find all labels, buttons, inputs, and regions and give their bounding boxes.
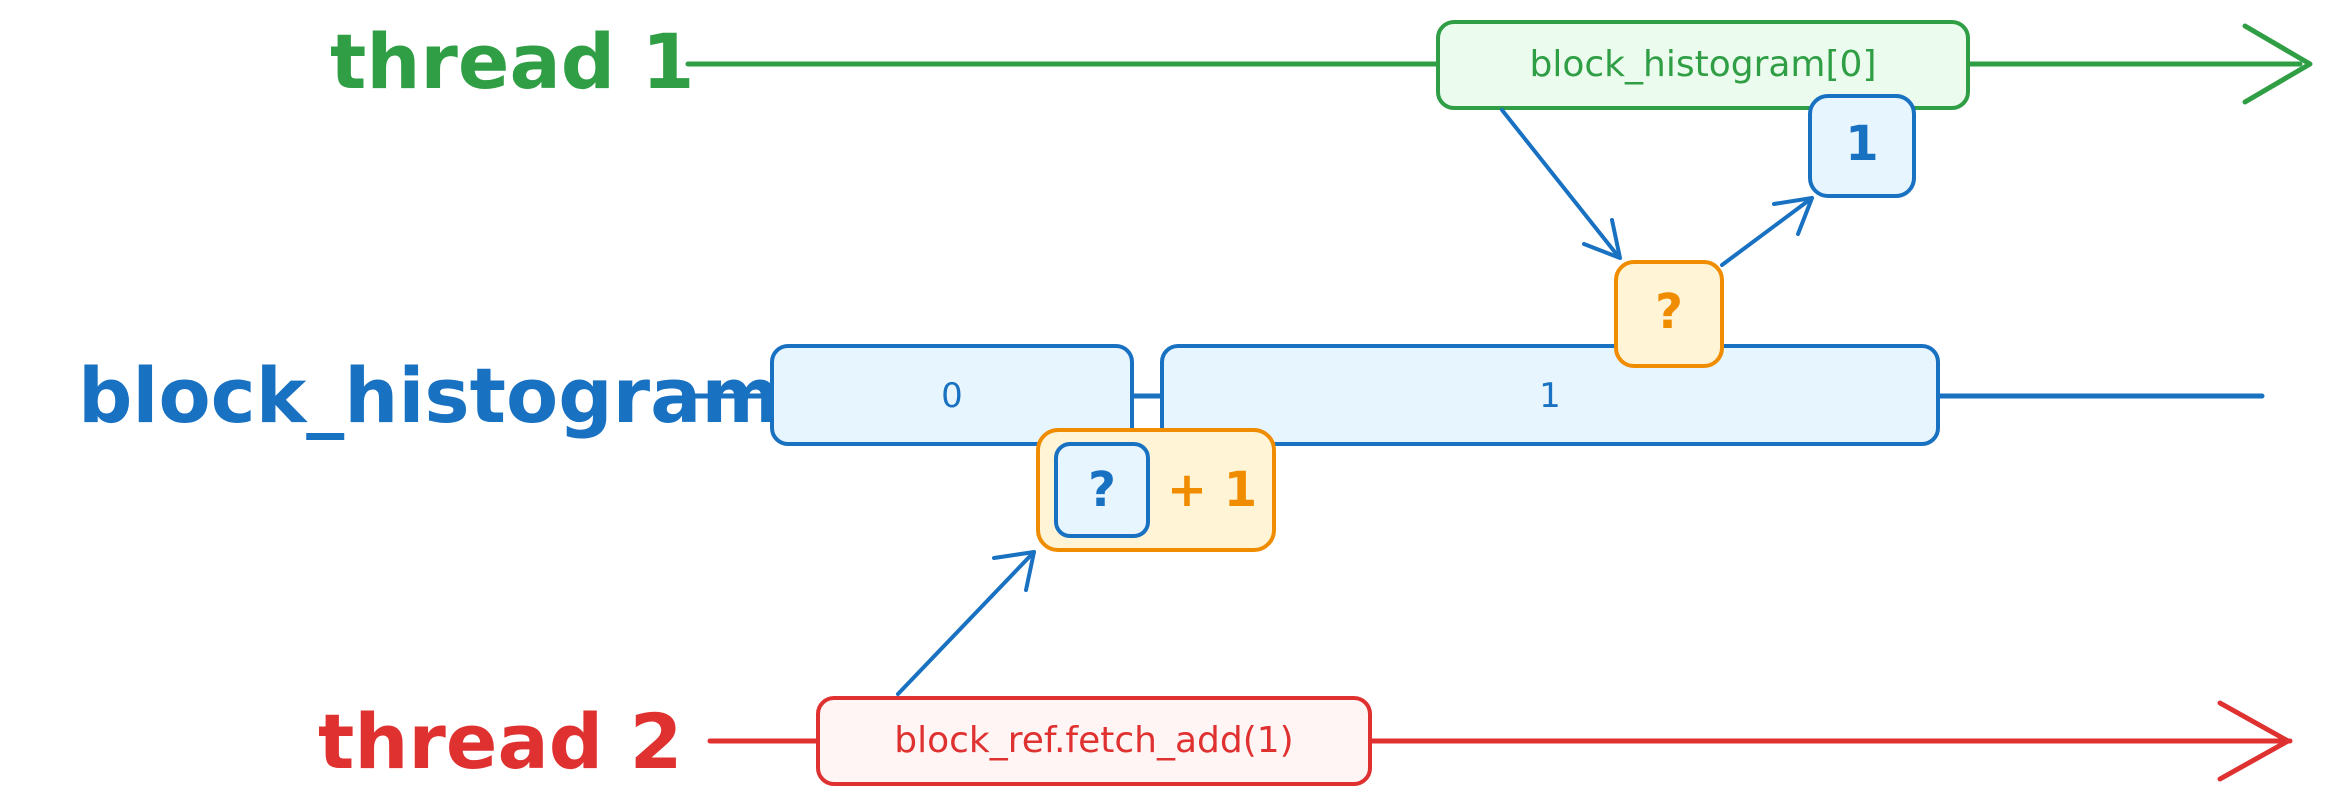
read-result-arrow [1720,196,1814,267]
histogram-cell-1 [1160,344,1940,446]
read-unknown-value: ? [1655,284,1683,340]
read-request-arrow [1500,108,1620,258]
block-histogram-label: block_histogram [78,351,781,440]
read-unknown-box [1614,260,1724,368]
histogram-cell-1-value: 1 [1539,376,1561,416]
fetch-add-increment: + 1 [1167,462,1257,518]
fetch-add-request-arrow [896,550,1036,696]
read-operation-box [1436,20,1970,110]
fetch-add-request-arrowhead [992,550,1036,592]
fetch-add-operation-box [816,696,1372,786]
fetch-add-unknown-box [1054,442,1150,538]
histogram-cell-0-value: 0 [941,376,963,416]
histogram-cell-0 [770,344,1134,446]
read-result-value: 1 [1845,116,1878,172]
read-request-arrowhead [1582,218,1622,260]
thread-1-arrowhead [2242,23,2313,105]
fetch-add-operation-label: block_ref.fetch_add(1) [894,720,1293,761]
read-result-arrowhead [1772,196,1814,236]
fetch-add-unknown-value: ? [1088,462,1116,518]
read-result-box [1808,94,1916,198]
thread-1-label: thread 1 [330,17,695,106]
read-operation-label: block_histogram[0] [1529,44,1876,85]
thread-2-label: thread 2 [318,697,683,786]
thread-2-arrowhead [2217,700,2291,782]
